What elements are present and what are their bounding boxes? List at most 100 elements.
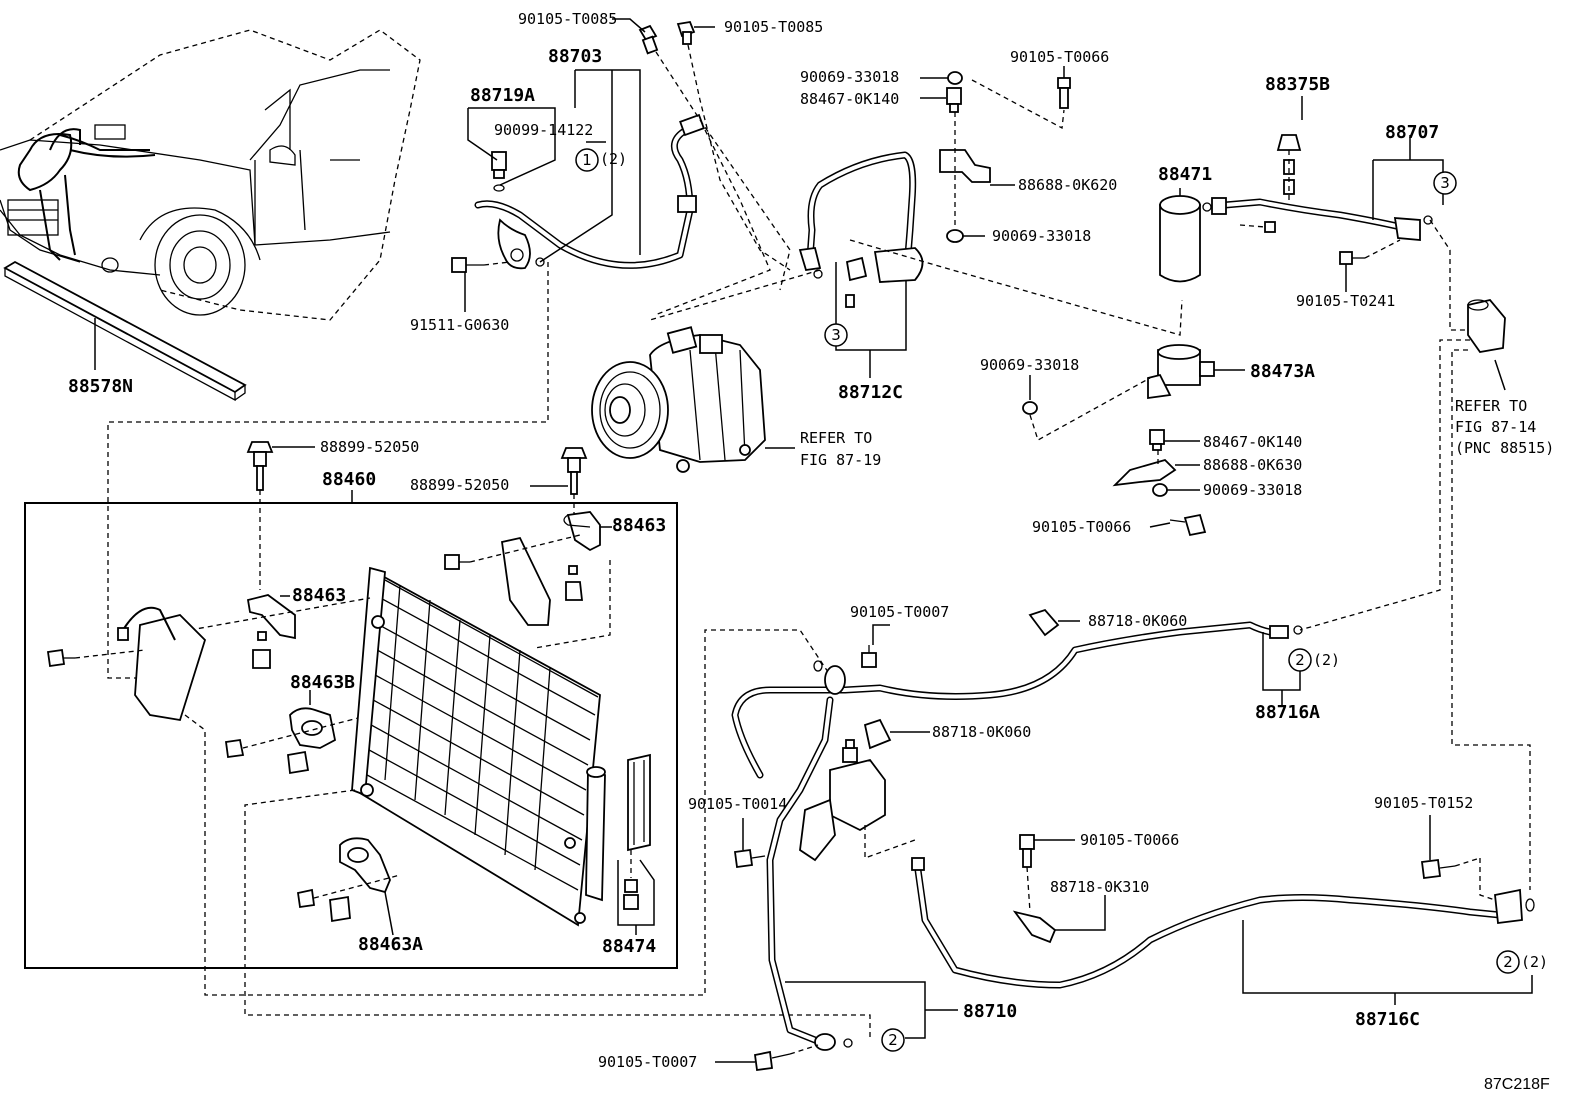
dash-t0007-lower [789,1044,819,1055]
bolt-90105-T0241[interactable] [1339,239,1401,292]
label-90105-T0152: 90105-T0152 [1374,794,1473,812]
label-88716A: 88716A [1255,702,1320,723]
label-88707: 88707 [1385,122,1439,143]
label-88718-0K310: 88718-0K310 [1050,878,1149,896]
dash-t0085-right [687,44,791,271]
leader-88474 [617,859,655,935]
dash-t0085-left [655,51,791,291]
bolt-90105-T0007-upper[interactable] [861,645,877,668]
bracket-88463-upper[interactable] [444,511,612,626]
expansion-valve[interactable] [1467,299,1506,391]
bolt-90105-T0014[interactable] [733,818,766,869]
bolt-88899-52050-right[interactable] [530,447,588,495]
service-valve-block[interactable] [799,739,886,862]
bolt-90105-T0085-right[interactable] [676,20,715,45]
label-88716C: 88716C [1355,1009,1420,1030]
condenser-core[interactable] [351,566,606,927]
label-90105-T0066-a: 90105-T0066 [1010,48,1109,66]
label-91511-G0630: 91511-G0630 [410,316,509,334]
dash-88703-route [107,262,549,679]
label-refer-87-19-a: REFER TO [800,429,872,447]
label-refer-87-14-b: FIG 87-14 [1455,418,1536,436]
dash-88712C-receiver [849,239,1183,336]
callout-1-qty: (2) [600,150,627,168]
label-90105-T0085-a: 90105-T0085 [518,10,617,28]
leader-88716C [1242,920,1533,1005]
bolt-90105-T0066-upper[interactable] [1057,66,1071,109]
hose-88716C[interactable] [911,857,1535,989]
hose-88716A[interactable] [731,608,1303,1044]
leader-88712C [835,262,907,351]
dash-88707-valve [1429,219,1465,331]
label-90105-T0007-a: 90105-T0007 [850,603,949,621]
part-88712C-hose[interactable] [798,151,924,308]
callout-1-num: 1 [582,151,592,169]
dash-88463-upper [469,534,581,563]
part-88703-hose[interactable] [474,113,705,270]
part-88578N-strip[interactable] [3,260,247,402]
label-88688-0K630: 88688-0K630 [1203,456,1302,474]
label-88460: 88460 [322,469,376,490]
callout-3-88712C [824,323,848,347]
callout-2-88710 [881,1028,905,1052]
bolt-90105-T0085-left[interactable] [612,18,659,55]
lower-bracket-group[interactable] [1112,429,1207,537]
callout-2-88716C [1496,950,1520,974]
label-88712C: 88712C [838,382,903,403]
dash-88463-left [189,597,371,631]
bolt-90105-T0007-lower[interactable] [753,1050,791,1072]
label-88463-a: 88463 [612,515,666,536]
bolt-90105-T0152[interactable] [1420,815,1456,880]
bracket-88473A[interactable] [1147,344,1245,400]
bracket-88463A[interactable] [296,837,394,936]
clamp-88718-0K310[interactable] [1012,866,1106,944]
label-88467-0K140-a: 88467-0K140 [800,90,899,108]
label-88375B: 88375B [1265,74,1330,95]
label-90105-T0241: 90105-T0241 [1296,292,1395,310]
label-90105-T0007-b: 90105-T0007 [598,1053,697,1071]
dash-frame-route-b [244,789,871,1040]
switch-88719A[interactable] [491,151,507,192]
dash-valve-88716C [1451,349,1531,890]
dash-90069-c [1029,377,1151,441]
plug-88375B[interactable] [1276,96,1303,205]
leader-88716A [1262,632,1301,705]
label-90069-33018-b: 90069-33018 [992,227,1091,245]
label-88467-0K140-b: 88467-0K140 [1203,433,1302,451]
label-88718-0K060-b: 88718-0K060 [932,723,1031,741]
dash-t0152 [1454,857,1481,867]
compressor[interactable] [591,326,795,473]
seal-88474[interactable] [623,753,651,910]
label-88463A: 88463A [358,934,423,955]
label-88463-b: 88463 [292,585,346,606]
bolt-88899-52050-left[interactable] [246,441,315,491]
receiver-88471[interactable] [1159,188,1201,283]
bolt-91511-G0630[interactable] [451,257,511,312]
callout-2-88710-num: 2 [888,1031,898,1049]
bracket-88463B[interactable] [224,690,337,775]
upper-bracket-group[interactable] [920,71,1015,243]
fitting-88710-lower[interactable] [814,1033,853,1051]
callout-2-88716A [1288,648,1312,672]
callout-3-88712C-num: 3 [831,326,841,344]
dash-88712C-compressor [649,269,821,321]
pressure-sensor-left[interactable] [46,606,207,722]
label-88899-52050-b: 88899-52050 [410,476,509,494]
bolt-90105-T0066-lower[interactable] [1019,834,1075,868]
dash-88703-compressor [654,129,771,316]
label-88578N: 88578N [68,376,133,397]
tube-88707[interactable] [1202,197,1433,241]
nut-90069-33018-c[interactable] [1022,401,1038,415]
label-88899-52050-a: 88899-52050 [320,438,419,456]
leader-88703 [539,69,641,263]
label-refer-87-14-a: REFER TO [1455,397,1527,415]
dash-sensor-left [74,649,146,659]
leader-88710 [785,981,958,1039]
callout-3-88707-num: 3 [1440,174,1450,192]
bracket-88463-left[interactable] [246,594,296,669]
label-88688-0K620: 88688-0K620 [1018,176,1117,194]
label-88463B: 88463B [290,672,355,693]
leader-88707 [1372,135,1444,220]
label-88703: 88703 [548,46,602,67]
